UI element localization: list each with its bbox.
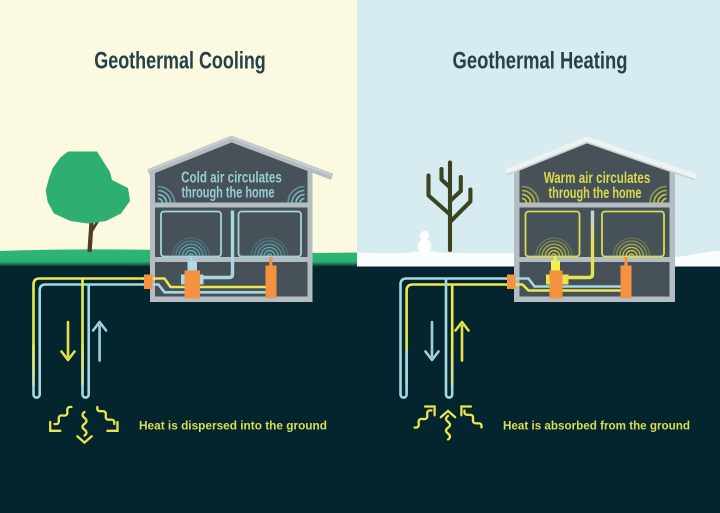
svg-text:Heat is dispersed into the gro: Heat is dispersed into the ground bbox=[139, 418, 327, 432]
svg-text:through the home: through the home bbox=[182, 185, 275, 202]
svg-text:Geothermal Cooling: Geothermal Cooling bbox=[94, 48, 266, 75]
svg-text:Geothermal Heating: Geothermal Heating bbox=[453, 48, 628, 75]
svg-text:Cold air circulates: Cold air circulates bbox=[181, 169, 282, 186]
svg-text:Heat is absorbed from the grou: Heat is absorbed from the ground bbox=[503, 418, 690, 432]
svg-text:through the home: through the home bbox=[549, 185, 642, 202]
svg-text:Warm air circulates: Warm air circulates bbox=[544, 170, 651, 187]
